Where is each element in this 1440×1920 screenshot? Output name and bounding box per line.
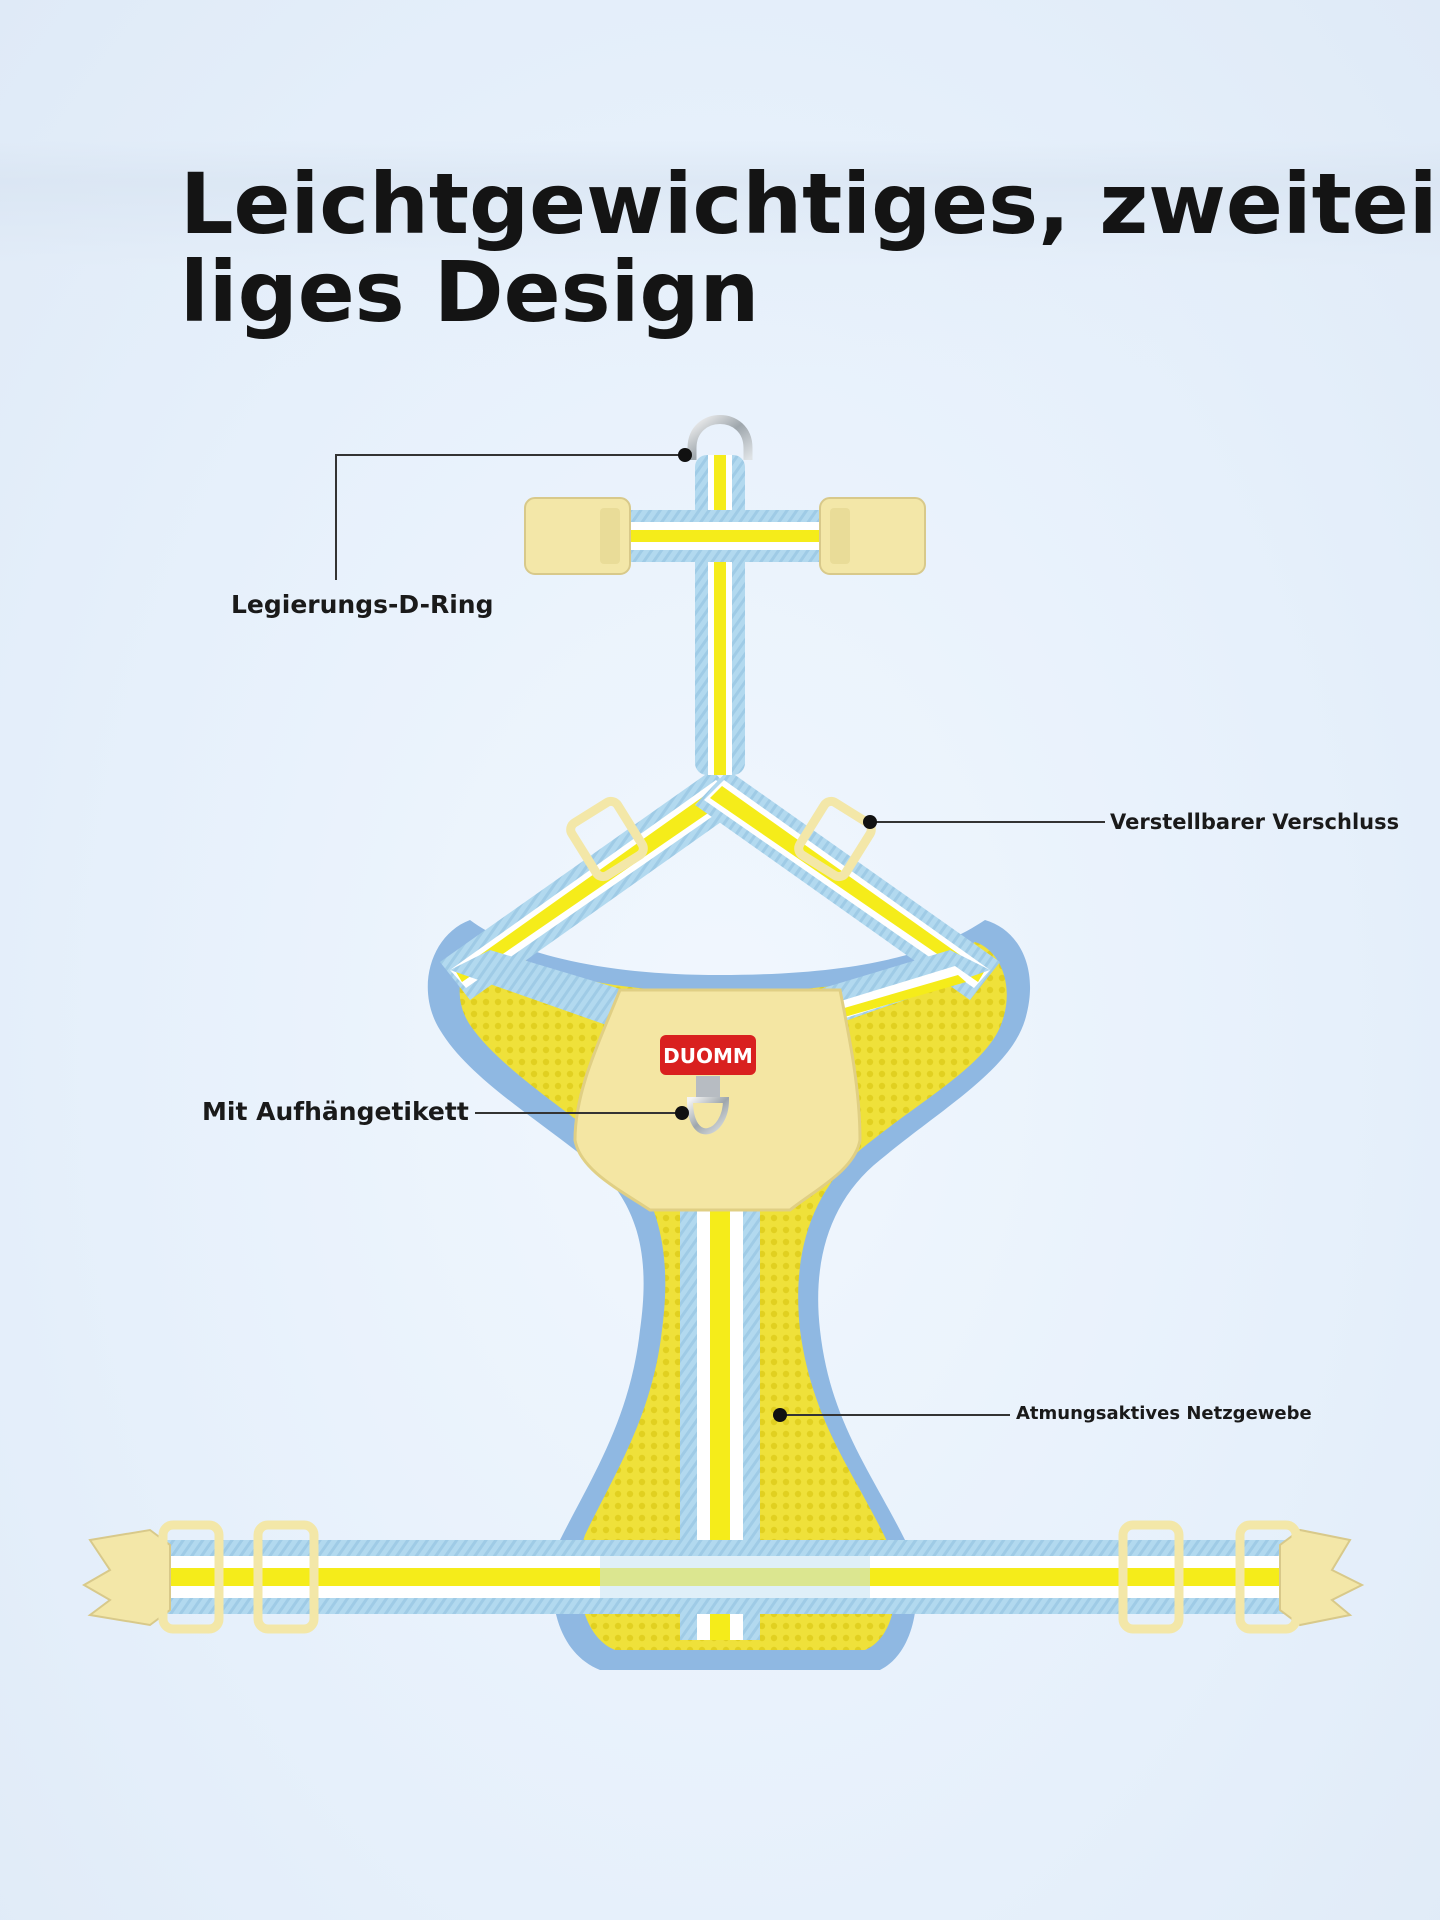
- page-title-line-1: Leichtgewichtiges, zweitei: [180, 155, 1438, 253]
- top-strap: [695, 455, 745, 775]
- callout-mesh: Atmungsaktives Netzgewebe: [1016, 1403, 1312, 1424]
- d-ring-chest: [686, 1076, 730, 1135]
- page-title-line-2: liges Design: [180, 243, 760, 341]
- d-ring-top: [687, 415, 753, 460]
- belly-adjuster-3: [1118, 1520, 1184, 1634]
- neck-strap-left: [440, 770, 745, 1000]
- callout-hang-tag: Mit Aufhängetikett: [202, 1097, 469, 1126]
- callout-line-hang-tag: [475, 1106, 689, 1120]
- belly-adjuster-2: [253, 1520, 319, 1634]
- brand-tag-label: DUOMM: [663, 1044, 753, 1068]
- brand-tag: DUOMM: [660, 1035, 756, 1075]
- adjuster-right: [794, 796, 876, 882]
- neck-strap-right: [695, 770, 1000, 1000]
- top-buckle-left: [524, 497, 631, 575]
- title-band: [0, 140, 1440, 370]
- callout-line-mesh: [773, 1408, 1010, 1422]
- top-cross-strap: [620, 510, 830, 562]
- callout-line-d-ring: [335, 448, 692, 580]
- callout-d-ring: Legierungs-D-Ring: [231, 590, 494, 619]
- belly-adjuster-4: [1235, 1520, 1301, 1634]
- belly-adjuster-1: [158, 1520, 224, 1634]
- top-buckle-right: [819, 497, 926, 575]
- belly-strap: [150, 1540, 1300, 1614]
- callout-line-adjustable-buckle: [863, 815, 1105, 829]
- adjuster-left: [566, 796, 648, 882]
- belly-buckle-left: [81, 1528, 171, 1627]
- callout-adjustable-buckle: Verstellbarer Verschluss: [1110, 810, 1400, 834]
- page-title: Leichtgewichtiges, zweitei liges Design: [180, 155, 1438, 341]
